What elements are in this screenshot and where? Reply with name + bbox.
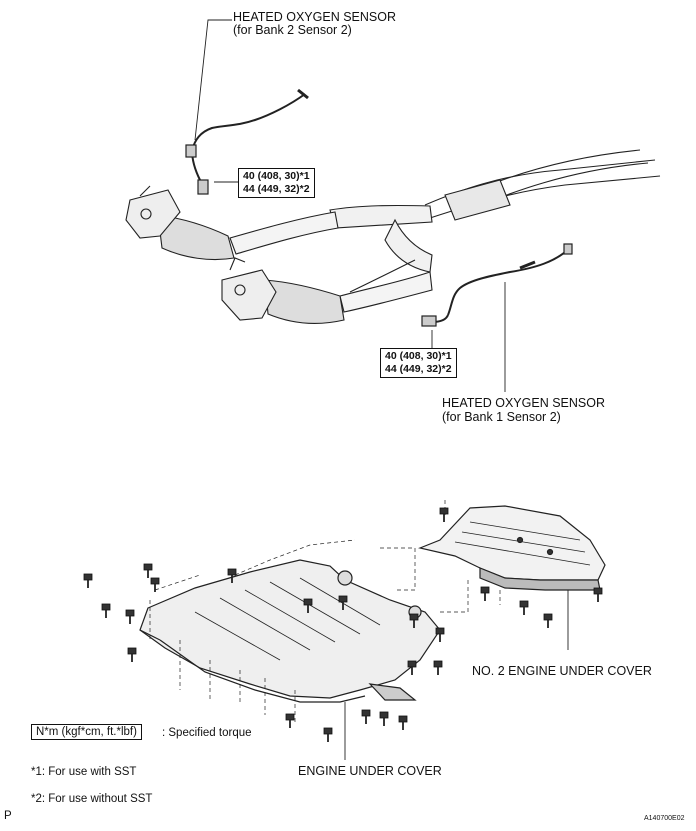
torque-unit-description: : Specified torque <box>162 727 252 739</box>
torque-bank1-with-sst: 40 (408, 30)*1 <box>385 350 452 362</box>
sensor-bank1-subtitle: (for Bank 1 Sensor 2) <box>442 410 561 424</box>
note-with-sst: *1: For use with SST <box>31 766 137 778</box>
figure-id: A140700E02 <box>644 815 685 822</box>
oxygen-sensor-bank1 <box>421 243 573 392</box>
no2-engine-under-cover-label: NO. 2 ENGINE UNDER COVER <box>472 664 652 678</box>
corner-mark: P <box>4 810 12 822</box>
torque-bank1-without-sst: 44 (449, 32)*2 <box>385 363 452 375</box>
torque-bank2-with-sst: 40 (408, 30)*1 <box>243 170 310 182</box>
exhaust-assembly <box>125 149 661 324</box>
sensor-bank2-title: HEATED OXYGEN SENSOR <box>233 10 396 24</box>
no2-engine-under-cover <box>380 500 606 650</box>
torque-unit-box: N*m (kgf*cm, ft.*lbf) <box>31 724 142 740</box>
sensor-bank1-title: HEATED OXYGEN SENSOR <box>442 396 605 410</box>
oxygen-sensor-bank2 <box>185 19 309 195</box>
engine-under-cover-label: ENGINE UNDER COVER <box>298 764 442 778</box>
torque-bank2-without-sst: 44 (449, 32)*2 <box>243 183 310 195</box>
note-without-sst: *2: For use without SST <box>31 793 153 805</box>
torque-box-bank2: 40 (408, 30)*1 44 (449, 32)*2 <box>238 168 315 198</box>
torque-box-bank1: 40 (408, 30)*1 44 (449, 32)*2 <box>380 348 457 378</box>
sensor-bank2-subtitle: (for Bank 2 Sensor 2) <box>233 23 352 37</box>
